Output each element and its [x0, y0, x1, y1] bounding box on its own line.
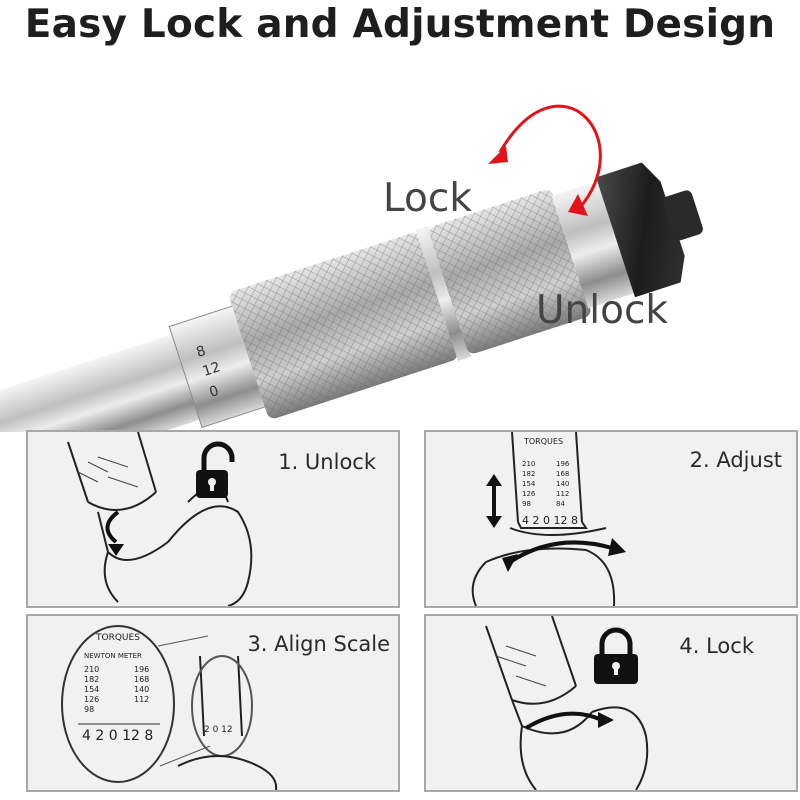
step-title: 4. Lock [679, 634, 754, 658]
svg-text:112: 112 [134, 695, 149, 704]
svg-text:168: 168 [556, 470, 569, 478]
padlock-open-icon [196, 441, 235, 498]
wrench-handle-photo: 12 0 8 Lock Unlock [0, 60, 800, 432]
adjust-scale-illustration: TORQUES 210 182 154 126 98 196 168 140 112 84 4 … [471, 432, 626, 606]
svg-text:98: 98 [84, 705, 94, 714]
unlock-label: Unlock [536, 288, 668, 333]
svg-text:196: 196 [556, 460, 570, 468]
svg-text:140: 140 [556, 480, 569, 488]
step-title: 2. Adjust [689, 448, 782, 472]
svg-text:182: 182 [522, 470, 535, 478]
svg-text:140: 140 [134, 685, 149, 694]
padlock-closed-icon [594, 627, 638, 684]
svg-text:210: 210 [522, 460, 535, 468]
svg-text:84: 84 [556, 500, 565, 508]
svg-text:12: 12 [201, 359, 223, 380]
lock-label: Lock [383, 176, 472, 221]
svg-text:196: 196 [134, 665, 149, 674]
svg-text:182: 182 [84, 675, 99, 684]
hand-turning-ring-illustration [67, 432, 253, 606]
page-headline: Easy Lock and Adjustment Design [24, 2, 776, 47]
step-unlock-panel: 1. Unlock [26, 430, 400, 608]
svg-text:154: 154 [522, 480, 536, 488]
svg-text:210: 210 [84, 665, 99, 674]
svg-text:154: 154 [84, 685, 99, 694]
step-adjust-panel: TORQUES 210 182 154 126 98 196 168 140 112 84 4 … [424, 430, 798, 608]
svg-text:4 2 0 12 8: 4 2 0 12 8 [82, 728, 153, 744]
step-lock-panel: 4. Lock [424, 614, 798, 792]
svg-text:TORQUES: TORQUES [523, 437, 563, 446]
svg-text:98: 98 [522, 500, 531, 508]
step-title: 1. Unlock [278, 450, 376, 474]
svg-text:NEWTON METER: NEWTON METER [84, 652, 142, 660]
svg-text:126: 126 [84, 695, 99, 704]
svg-text:4 2 0 12 8: 4 2 0 12 8 [522, 514, 578, 527]
svg-text:112: 112 [556, 490, 569, 498]
svg-text:2 0 12: 2 0 12 [204, 725, 233, 735]
svg-text:TORQUES: TORQUES [95, 633, 140, 643]
step-title: 3. Align Scale [247, 632, 390, 656]
up-down-arrow-icon [486, 474, 502, 528]
svg-text:126: 126 [522, 490, 536, 498]
wrench-handle-illustration: 12 0 8 [0, 104, 703, 432]
hand-locking-ring-illustration [485, 616, 649, 790]
svg-text:168: 168 [134, 675, 149, 684]
